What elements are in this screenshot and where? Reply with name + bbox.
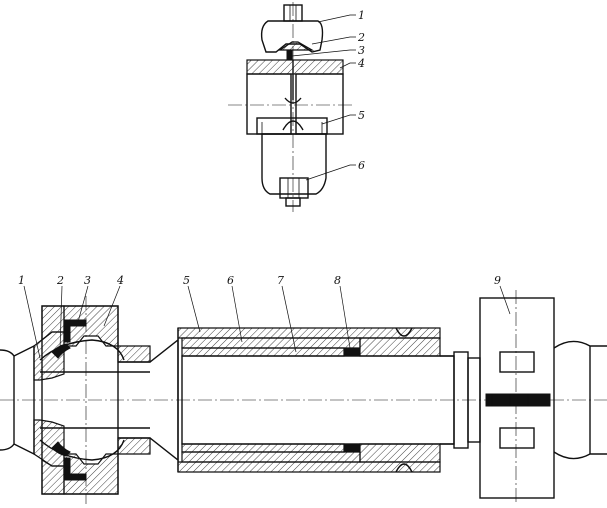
bottom-view-labels: 1 2 3 4 5 6 7 8 9 — [18, 274, 511, 359]
top-flange-plate — [246, 59, 344, 75]
label-bottom-4: 4 — [116, 274, 124, 287]
outer-tube — [177, 327, 441, 473]
shaft-taper — [40, 338, 179, 462]
label-bottom-3: 3 — [84, 274, 91, 287]
label-bottom-1: 1 — [18, 274, 25, 287]
seal-nut[interactable] — [343, 327, 441, 473]
label-bottom-2: 2 — [56, 274, 64, 287]
left-shaft-end — [0, 344, 35, 456]
label-bottom-9: 9 — [494, 274, 501, 287]
label-top-1: 1 — [358, 9, 365, 22]
top-view-labels: 1 2 3 4 5 6 — [291, 9, 365, 181]
top-coupling-view: 1 2 3 4 5 6 — [228, 2, 365, 212]
top-key[interactable] — [286, 49, 293, 61]
label-top-4: 4 — [357, 57, 365, 70]
label-bottom-6: 6 — [227, 274, 234, 287]
flange — [41, 305, 119, 495]
right-flange — [479, 290, 607, 505]
bottom-clamp-body — [261, 133, 327, 195]
label-top-2: 2 — [357, 31, 365, 44]
label-bottom-5: 5 — [183, 274, 190, 287]
label-bottom-7: 7 — [277, 274, 284, 287]
top-wedge[interactable] — [278, 41, 315, 51]
bottom-shaft-assembly-view: 1 2 3 4 5 6 7 8 9 — [0, 274, 607, 505]
label-bottom-8: 8 — [334, 274, 341, 287]
label-top-6: 6 — [358, 159, 365, 172]
bottom-bolt — [279, 177, 309, 207]
label-top-5: 5 — [358, 109, 365, 122]
label-top-3: 3 — [358, 44, 365, 57]
